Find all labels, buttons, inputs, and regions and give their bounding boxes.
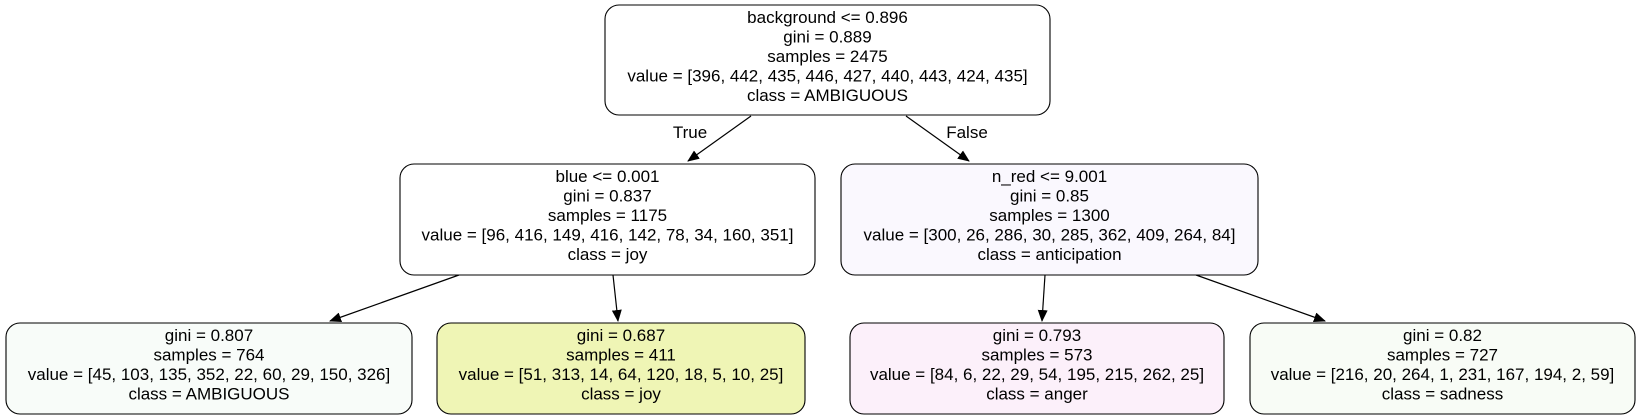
edge-left-to-left-right xyxy=(611,274,622,322)
edge-root-to-left xyxy=(687,115,752,162)
edge-label-true: True xyxy=(673,123,707,142)
node-box xyxy=(840,163,1259,276)
node-text-line: value = [300, 26, 286, 30, 285, 362, 409… xyxy=(864,226,1236,245)
node-text-line: class = sadness xyxy=(1382,385,1503,404)
node-text-line: gini = 0.807 xyxy=(165,326,253,345)
edge-root-to-right xyxy=(905,115,970,162)
node-box xyxy=(436,322,806,415)
edge-label-false: False xyxy=(946,123,988,142)
node-text-line: value = [45, 103, 135, 352, 22, 60, 29, … xyxy=(28,365,391,384)
node-text-line: class = anger xyxy=(986,385,1088,404)
node-text-line: gini = 0.85 xyxy=(1010,187,1089,206)
edge-right-to-right-right xyxy=(1195,274,1326,323)
node-box xyxy=(399,163,816,276)
node-text-line: samples = 764 xyxy=(153,346,264,365)
node-text-line: samples = 411 xyxy=(566,346,676,365)
node-text-line: class = AMBIGUOUS xyxy=(128,385,289,404)
edge-right-to-right-left xyxy=(1037,274,1048,322)
node-box xyxy=(604,4,1051,116)
node-text-line: gini = 0.889 xyxy=(783,28,871,47)
node-text-line: background <= 0.896 xyxy=(747,8,908,27)
node-text-line: value = [84, 6, 22, 29, 54, 195, 215, 26… xyxy=(870,365,1204,384)
node-text-line: gini = 0.837 xyxy=(563,187,651,206)
node-text-line: samples = 1300 xyxy=(989,206,1110,225)
node-text-line: class = joy xyxy=(581,385,661,404)
edge-left-to-left-left xyxy=(329,274,460,323)
node-text-line: gini = 0.82 xyxy=(1403,326,1482,345)
node-text-line: samples = 1175 xyxy=(548,206,667,225)
node-box xyxy=(849,322,1225,415)
node-text-line: value = [51, 313, 14, 64, 120, 18, 5, 10… xyxy=(459,365,784,384)
node-text-line: class = AMBIGUOUS xyxy=(747,86,908,105)
node-text-line: samples = 2475 xyxy=(767,47,888,66)
node-text-line: gini = 0.793 xyxy=(993,326,1081,345)
edges-layer: True False xyxy=(329,115,1326,323)
node-box xyxy=(5,322,413,415)
node-text-line: class = joy xyxy=(568,245,648,264)
node-text-line: n_red <= 9.001 xyxy=(992,167,1107,186)
node-text-line: value = [96, 416, 149, 416, 142, 78, 34,… xyxy=(422,226,794,245)
node-text-line: gini = 0.687 xyxy=(577,326,665,345)
node-box xyxy=(1249,322,1636,415)
node-text-line: samples = 573 xyxy=(981,346,1092,365)
node-text-line: blue <= 0.001 xyxy=(556,167,660,186)
node-text-line: samples = 727 xyxy=(1387,346,1498,365)
node-text-line: class = anticipation xyxy=(977,245,1121,264)
node-text-line: value = [216, 20, 264, 1, 231, 167, 194,… xyxy=(1271,365,1615,384)
node-text-line: value = [396, 442, 435, 446, 427, 440, 4… xyxy=(627,67,1027,86)
